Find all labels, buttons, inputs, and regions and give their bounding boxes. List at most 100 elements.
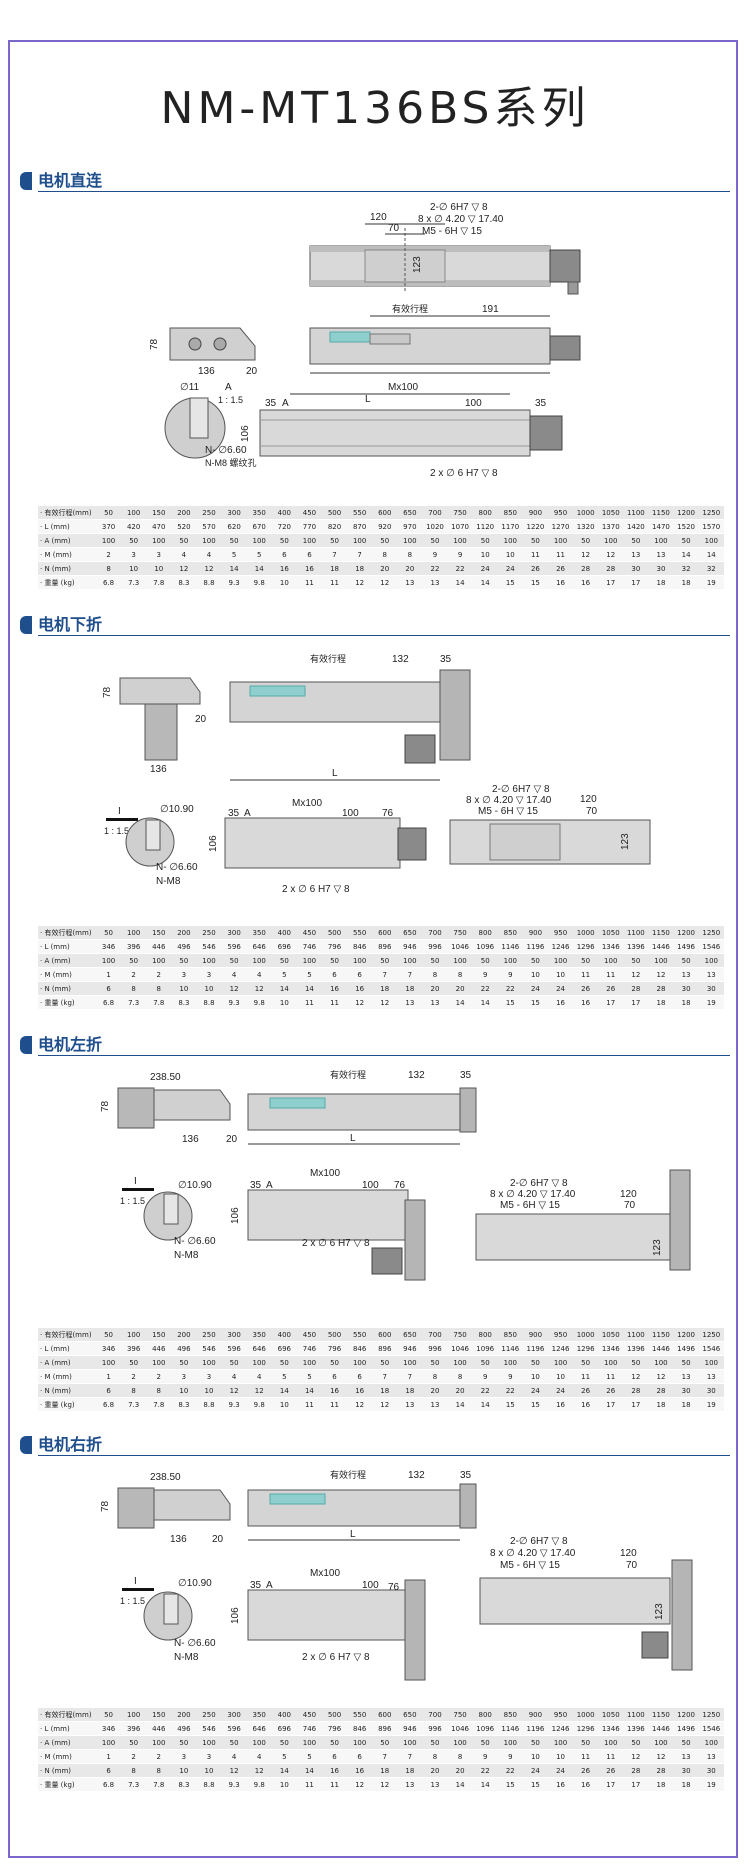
spec-cell: 100 xyxy=(96,1735,122,1750)
spec-cell: 100 xyxy=(547,953,574,968)
spec-cell: 12 xyxy=(623,1369,649,1384)
spec-cell: 17 xyxy=(598,575,624,590)
spec-cell: 2 xyxy=(146,967,172,982)
page-frame xyxy=(8,40,738,1858)
dim-76: 76 xyxy=(394,1180,406,1191)
spec-cell: 16 xyxy=(573,1397,599,1412)
dim-78: 78 xyxy=(102,686,113,698)
drawing-direct: 2-∅ 6H7 ▽ 8 8 x ∅ 4.20 ▽ 17.40 M5 - 6H ▽… xyxy=(20,198,730,503)
spec-cell: 16 xyxy=(271,561,297,576)
spec-cell: 100 xyxy=(648,953,674,968)
spec-cell: 800 xyxy=(472,926,498,940)
spec-cell: 7 xyxy=(397,967,423,982)
spec-cell: 50 xyxy=(121,1355,147,1370)
spec-cell: 13 xyxy=(623,547,649,562)
dim-120: 120 xyxy=(620,1548,637,1559)
spec-cell: 4 xyxy=(221,967,247,982)
dim-phi1090: ∅10.90 xyxy=(160,804,194,815)
spec-cell: 12 xyxy=(372,575,398,590)
spec-cell: 1150 xyxy=(648,1328,674,1342)
dim-70: 70 xyxy=(586,806,598,817)
spec-cell: 100 xyxy=(347,1355,373,1370)
spec-cell: 1570 xyxy=(698,519,724,534)
spec-cell: 100 xyxy=(246,1735,272,1750)
spec-cell: 750 xyxy=(447,1708,473,1722)
heading-rule xyxy=(38,635,730,636)
spec-cell: 22 xyxy=(472,1763,498,1778)
spec-cell: 50 xyxy=(221,1735,247,1750)
spec-cell: 400 xyxy=(271,926,297,940)
bottom-view: Mx100 35 A 100 76 106 2 x ∅ 6 H7 ▽ 8 xyxy=(230,1168,426,1281)
spec-cell: 100 xyxy=(121,1708,147,1722)
dim-20: 20 xyxy=(246,366,258,377)
dim-120: 120 xyxy=(370,212,387,223)
spec-cell: 770 xyxy=(296,519,322,534)
spec-cell: 24 xyxy=(547,1383,574,1398)
heading-rule xyxy=(38,1055,730,1056)
spec-cell: 28 xyxy=(623,981,649,996)
spec-cell: 26 xyxy=(573,1383,599,1398)
spec-cell: 20 xyxy=(447,1763,473,1778)
spec-cell: 150 xyxy=(146,1328,172,1342)
spec-cell: 1470 xyxy=(648,519,674,534)
spec-cell: 11 xyxy=(573,967,599,982)
spec-cell: 650 xyxy=(397,1328,423,1342)
dim-35: 35 xyxy=(265,398,277,409)
spec-cell: 4 xyxy=(196,547,222,562)
row-label: · A (mm) xyxy=(38,953,96,968)
spec-cell: 1196 xyxy=(522,939,548,954)
spec-cell: 20 xyxy=(447,1383,473,1398)
spec-cell: 100 xyxy=(347,1735,373,1750)
spec-cell: 3 xyxy=(196,967,222,982)
spec-cell: 13 xyxy=(673,1369,699,1384)
spec-cell: 746 xyxy=(296,939,322,954)
spec-cell: 896 xyxy=(372,1721,398,1736)
spec-cell: 100 xyxy=(497,1735,523,1750)
spec-cell: 50 xyxy=(171,1355,197,1370)
spec-cell: 5 xyxy=(271,1369,297,1384)
spec-cell: 16 xyxy=(296,561,322,576)
spec-cell: 7.8 xyxy=(146,575,172,590)
spec-cell: 400 xyxy=(271,506,297,520)
spec-cell: 1200 xyxy=(673,1328,699,1342)
spec-cell: 15 xyxy=(497,575,523,590)
spec-cell: 28 xyxy=(648,1763,674,1778)
spec-cell: 11 xyxy=(573,1749,599,1764)
spec-cell: 6 xyxy=(271,547,297,562)
spec-cell: 30 xyxy=(623,561,649,576)
spec-cell: 100 xyxy=(347,953,373,968)
dim-n660: N- ∅6.60 xyxy=(174,1638,216,1649)
spec-cell: 50 xyxy=(221,533,247,548)
spec-cell: 14 xyxy=(698,547,724,562)
row-label: · 重量 (kg) xyxy=(38,1397,96,1412)
spec-cell: 28 xyxy=(623,1763,649,1778)
spec-cell: 946 xyxy=(397,1341,423,1356)
spec-cell: 100 xyxy=(397,533,423,548)
spec-cell: 796 xyxy=(321,939,348,954)
dim-hole2: 8 x ∅ 4.20 ▽ 17.40 xyxy=(418,214,504,225)
spec-cell: 8.8 xyxy=(196,575,222,590)
spec-cell: 1200 xyxy=(673,926,699,940)
spec-cell: 16 xyxy=(321,1763,348,1778)
spec-cell: 9 xyxy=(472,1749,498,1764)
row-label: · 重量 (kg) xyxy=(38,1777,96,1792)
row-label: · A (mm) xyxy=(38,533,96,548)
spec-cell: 50 xyxy=(96,1328,122,1342)
spec-cell: 1346 xyxy=(598,1341,624,1356)
spec-cell: 50 xyxy=(271,953,297,968)
spec-cell: 3 xyxy=(196,1369,222,1384)
spec-cell: 6.8 xyxy=(96,1777,122,1792)
spec-cell: 746 xyxy=(296,1721,322,1736)
spec-cell: 50 xyxy=(372,1735,398,1750)
spec-cell: 100 xyxy=(196,1735,222,1750)
spec-cell: 10 xyxy=(171,1383,197,1398)
spec-cell: 9.8 xyxy=(246,1777,272,1792)
spec-cell: 6.8 xyxy=(96,575,122,590)
spec-cell: 13 xyxy=(673,967,699,982)
dim-35: 35 xyxy=(250,1180,262,1191)
spec-cell: 4 xyxy=(221,1369,247,1384)
spec-cell: 13 xyxy=(397,1397,423,1412)
spec-cell: 50 xyxy=(522,953,548,968)
spec-cell: 9.8 xyxy=(246,995,272,1010)
